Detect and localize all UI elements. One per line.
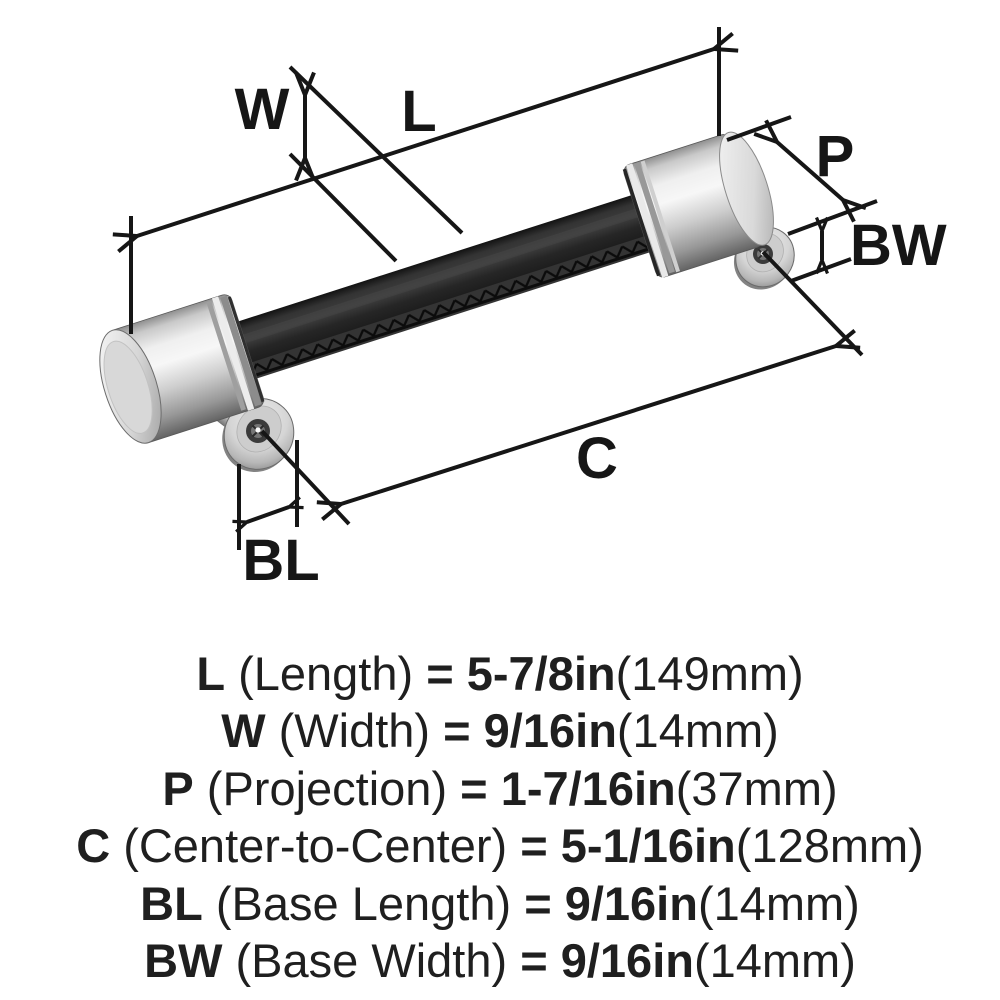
- spec-line-length: L (Length) = 5-7/8in(149mm): [196, 647, 804, 700]
- dimension-label-L: L: [401, 79, 436, 144]
- left-screw: [246, 419, 270, 443]
- dimension-label-W: W: [235, 77, 290, 142]
- dimension-line-BL: [239, 440, 297, 550]
- left-end-cap: [99, 294, 265, 444]
- leather-grip: [231, 187, 674, 380]
- dimension-lines: [131, 27, 878, 550]
- handle-dimension-diagram: W L P BW C BL: [99, 27, 947, 593]
- dimension-spec-list: L (Length) = 5-7/8in(149mm) W (Width) = …: [0, 645, 1000, 989]
- spec-line-base-width: BW (Base Width) = 9/16in(14mm): [144, 934, 856, 988]
- spec-line-base-length: BL (Base Length) = 9/16in(14mm): [140, 876, 860, 930]
- handle-illustration: [99, 131, 795, 472]
- dimension-label-P: P: [816, 124, 855, 189]
- dimension-line-L: [131, 27, 719, 334]
- dimension-line-BW: [787, 199, 878, 283]
- dimension-line-W: [288, 65, 464, 263]
- dimension-line-P: [726, 115, 843, 200]
- dimension-label-C: C: [576, 426, 618, 491]
- spec-line-center-to-center: C (Center-to-Center) = 5-1/16in(128mm): [76, 819, 924, 873]
- spec-line-width: W (Width) = 9/16in(14mm): [221, 704, 779, 758]
- dimension-label-BW: BW: [850, 213, 947, 278]
- dimension-line-C: [260, 250, 864, 526]
- dimension-label-BL: BL: [242, 528, 319, 593]
- spec-line-projection: P (Projection) = 1-7/16in(37mm): [162, 761, 838, 815]
